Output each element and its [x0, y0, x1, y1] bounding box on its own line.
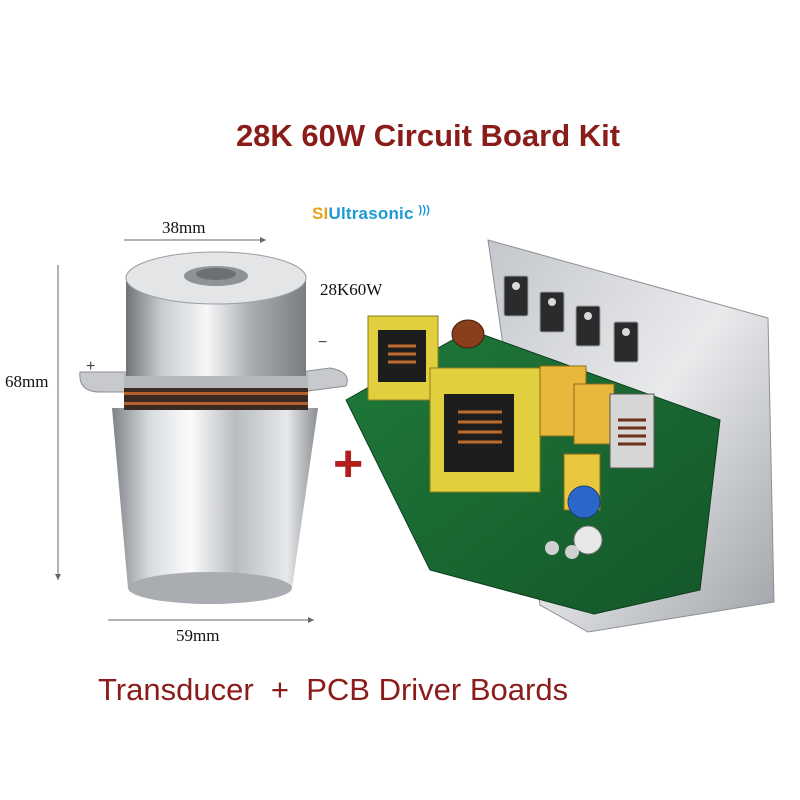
dimension-height: 68mm: [5, 372, 49, 391]
brand-logo: SIUltrasonic ))): [312, 204, 430, 224]
footer-right: PCB Driver Boards: [306, 672, 569, 707]
footer-joiner: +: [270, 672, 289, 707]
positive-terminal-mark: +: [86, 358, 96, 375]
dimension-bottom-width: 59mm: [176, 626, 220, 645]
brand-prefix: SI: [312, 204, 329, 223]
signal-icon: ))): [418, 204, 431, 216]
plus-joiner: +: [333, 435, 364, 493]
brand-name: Ultrasonic: [328, 204, 414, 223]
footer-caption: Transducer + PCB Driver Boards: [98, 672, 568, 708]
negative-terminal-mark: −: [318, 334, 328, 351]
dimension-top-width: 38mm: [162, 218, 206, 237]
footer-left: Transducer: [98, 672, 254, 707]
page-title: 28K 60W Circuit Board Kit: [235, 118, 621, 153]
transducer-image: [79, 251, 348, 604]
board-model-label: 28K60W: [320, 280, 383, 299]
pcb-board-image: [345, 239, 775, 633]
